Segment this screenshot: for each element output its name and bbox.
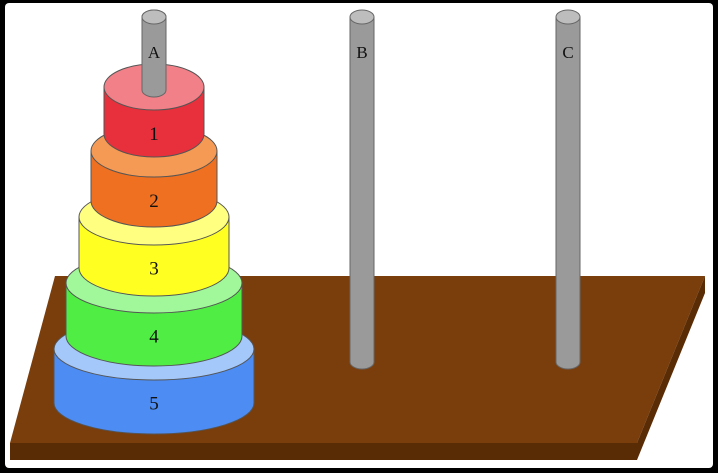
disk-label: 5 [149, 394, 159, 415]
disk-label: 3 [149, 259, 159, 280]
peg-base-fill [556, 354, 580, 362]
disk-label: 4 [149, 327, 159, 348]
peg-b: B [349, 9, 375, 370]
peg-top [349, 9, 375, 25]
board-front-edge [10, 443, 637, 460]
board-side-edge [637, 276, 705, 460]
peg-body [349, 16, 375, 363]
peg-c: C [555, 9, 581, 370]
peg-a-upper-fill [142, 82, 166, 90]
peg-a-upper: A [141, 9, 167, 98]
peg-label: B [356, 43, 367, 62]
peg-body [555, 16, 581, 363]
disk-label: 2 [149, 191, 159, 212]
disks: 5 4 3 2 1 A [53, 9, 255, 435]
peg-a-label: A [148, 43, 161, 62]
peg-top [555, 9, 581, 25]
peg-label: C [562, 43, 573, 62]
peg-base-fill [350, 354, 374, 362]
peg-a-upper-top [141, 9, 167, 25]
disk-label: 1 [149, 124, 159, 145]
